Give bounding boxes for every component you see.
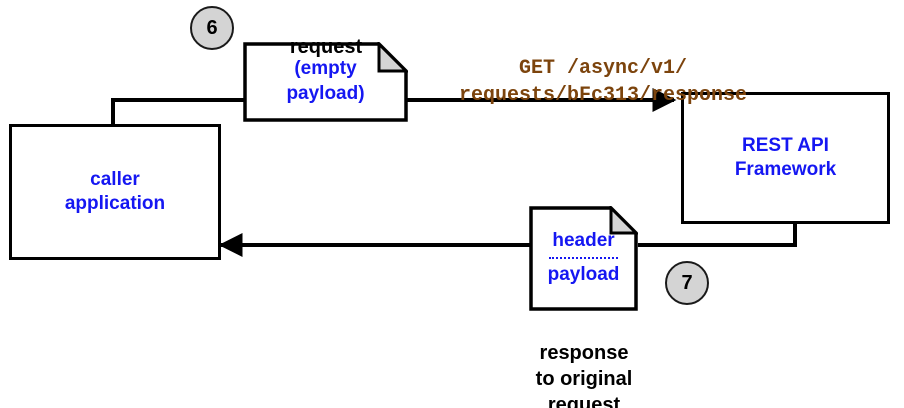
note-response-payload[interactable]: header payload [529, 206, 638, 311]
step-badge-6-number: 6 [206, 16, 218, 39]
node-rest-api-framework-label: REST API Framework [734, 134, 837, 180]
node-rest-api-framework[interactable]: REST API Framework [681, 92, 890, 224]
step-badge-6[interactable]: 6 [190, 6, 234, 50]
label-http-call: GET /async/v1/ requests/bFc313/response [418, 28, 788, 109]
label-request-caption: request [251, 8, 401, 60]
node-caller-application[interactable]: caller application [9, 124, 221, 260]
step-badge-7[interactable]: 7 [665, 261, 709, 305]
wire-request-to-note [111, 98, 244, 124]
label-response-caption-text: response to original request [535, 342, 633, 408]
step-badge-7-number: 7 [681, 271, 693, 294]
note-request-payload-shape [243, 42, 408, 122]
label-response-caption: response to original request [494, 314, 674, 408]
wire-rest-api-to-response-note [638, 224, 797, 247]
label-request-caption-text: request [289, 36, 363, 58]
node-caller-application-label: caller application [64, 168, 166, 214]
note-response-payload-shape [529, 206, 638, 311]
label-http-call-text: GET /async/v1/ requests/bFc313/response [458, 57, 748, 107]
